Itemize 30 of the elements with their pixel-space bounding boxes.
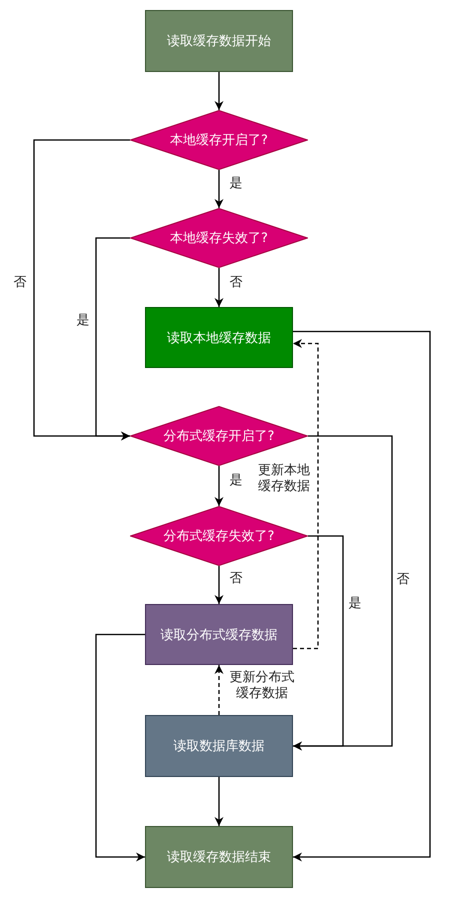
edge-label: 更新分布式缓存数据: [227, 670, 297, 702]
process-box: 读取分布式缓存数据: [145, 604, 293, 665]
decision-diamond: 分布式缓存失效了?: [130, 506, 308, 566]
edge-label: 否: [396, 572, 410, 588]
decision-diamond: 本地缓存开启了?: [130, 110, 308, 170]
dashed-arrow: [293, 339, 319, 650]
arrow: [95, 237, 130, 440]
arrow: [214, 466, 224, 506]
arrow: [293, 330, 431, 862]
edge-label: 更新本地缓存数据: [255, 463, 313, 495]
process-box: 读取数据库数据: [145, 715, 293, 777]
edge-label: 否: [12, 275, 28, 291]
edge-label: 否: [228, 275, 244, 291]
arrow: [214, 777, 224, 826]
dashed-arrow: [214, 665, 224, 715]
arrow: [214, 566, 224, 604]
process-box: 读取缓存数据开始: [145, 10, 293, 72]
edge-label: 是: [228, 176, 244, 192]
process-box: 读取缓存数据结束: [145, 826, 293, 888]
arrow: [214, 170, 224, 208]
edge-label: 是: [348, 596, 362, 612]
decision-diamond: 本地缓存失效了?: [130, 208, 308, 268]
arrow: [214, 72, 224, 110]
edge-label: 是: [228, 473, 244, 489]
process-box: 读取本地缓存数据: [145, 307, 293, 368]
edge-label: 否: [228, 571, 244, 587]
arrow: [293, 535, 344, 750]
arrow: [214, 268, 224, 307]
arrow: [95, 634, 145, 862]
edge-label: 是: [76, 313, 90, 329]
